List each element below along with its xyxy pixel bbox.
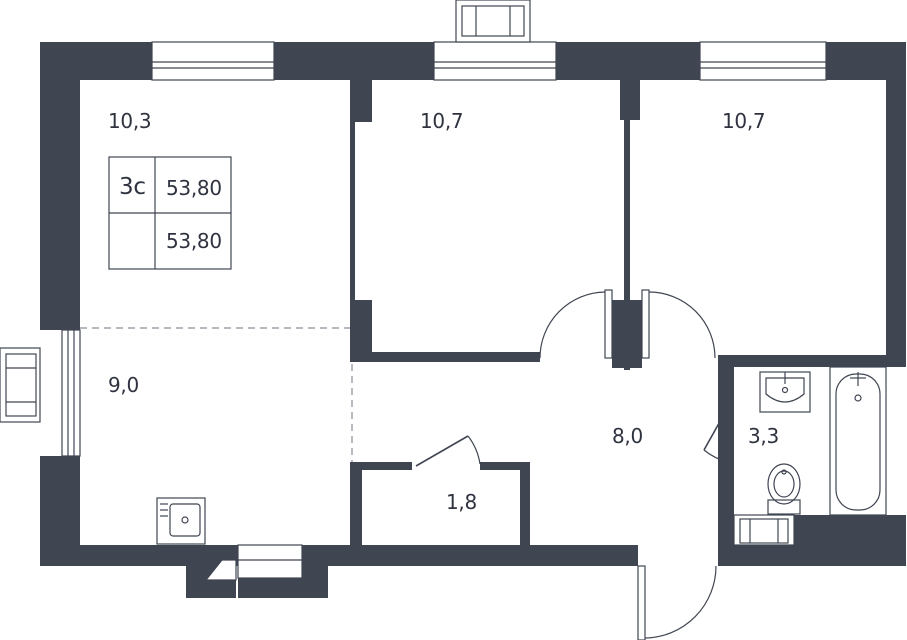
windows — [61, 41, 827, 579]
room-area-bedroom-right: 10,7 — [722, 109, 765, 133]
door-middle-bedroom — [539, 289, 613, 359]
zone-dividers — [80, 327, 353, 462]
window-top-right — [699, 41, 827, 81]
living-area: 53,80 — [166, 229, 222, 253]
apartment-type: 3с — [119, 174, 146, 200]
door-storage — [415, 435, 481, 467]
room-area-kitchen: 9,0 — [108, 373, 139, 397]
kitchen-sink-icon — [156, 497, 206, 545]
room-labels: 10,3 10,7 10,7 9,0 8,0 1,8 3,3 — [108, 109, 779, 514]
ac-unit-bathroom — [733, 514, 795, 546]
bathtub-icon — [829, 366, 887, 516]
room-area-hall: 8,0 — [612, 424, 643, 448]
room-area-living: 10,3 — [108, 109, 151, 133]
window-top-middle — [433, 41, 557, 81]
ac-unit-left — [0, 347, 41, 423]
ventilation-shaft — [204, 559, 237, 581]
doors — [415, 289, 733, 640]
window-top-left — [151, 41, 275, 81]
window-left — [61, 329, 81, 457]
apartment-spec-table: 3с 53,80 53,80 — [108, 156, 232, 270]
door-entrance — [637, 565, 717, 640]
toilet-icon — [767, 463, 801, 515]
door-bathroom — [703, 399, 733, 463]
total-area: 53,80 — [166, 176, 222, 200]
door-right-bedroom — [641, 289, 716, 359]
room-area-bedroom-middle: 10,7 — [420, 109, 463, 133]
window-bottom — [237, 544, 303, 579]
room-area-storage: 1,8 — [446, 490, 477, 514]
room-area-bathroom: 3,3 — [748, 424, 779, 448]
bathroom-sink-icon — [759, 371, 811, 413]
ac-unit-top — [455, 0, 531, 43]
